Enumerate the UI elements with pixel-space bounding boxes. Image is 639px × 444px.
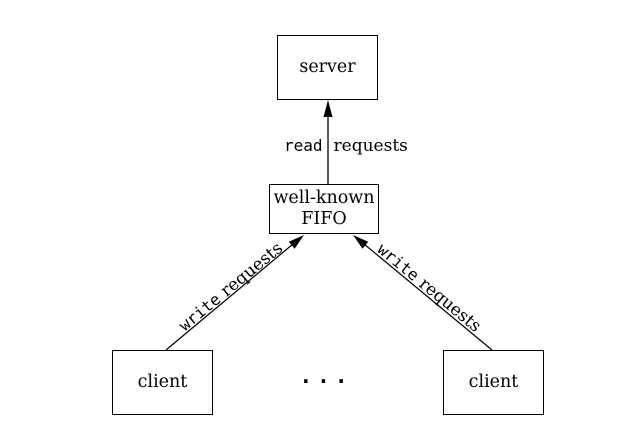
write-left-arrow-line: [165, 243, 294, 351]
client-right-node: client: [443, 350, 544, 415]
fifo-label-line2: FIFO: [301, 209, 347, 229]
write-right-arrowhead: [353, 235, 369, 249]
client-right-label: client: [468, 372, 519, 392]
well-known-fifo-node: well-known FIFO: [269, 184, 379, 234]
write-left-arrowhead: [288, 235, 304, 249]
client-left-label: client: [137, 372, 188, 392]
read-plain-word: requests: [333, 136, 408, 156]
read-requests-label: read requests: [284, 136, 408, 156]
more-clients-ellipsis: ...: [299, 364, 353, 388]
read-code-word: read: [284, 136, 323, 155]
server-node: server: [277, 35, 378, 100]
server-label: server: [299, 57, 356, 77]
client-left-node: client: [112, 350, 213, 415]
read-requests-arrowhead: [323, 100, 333, 117]
write-right-arrow-line: [363, 243, 493, 351]
fifo-label-line1: well-known: [273, 188, 375, 208]
